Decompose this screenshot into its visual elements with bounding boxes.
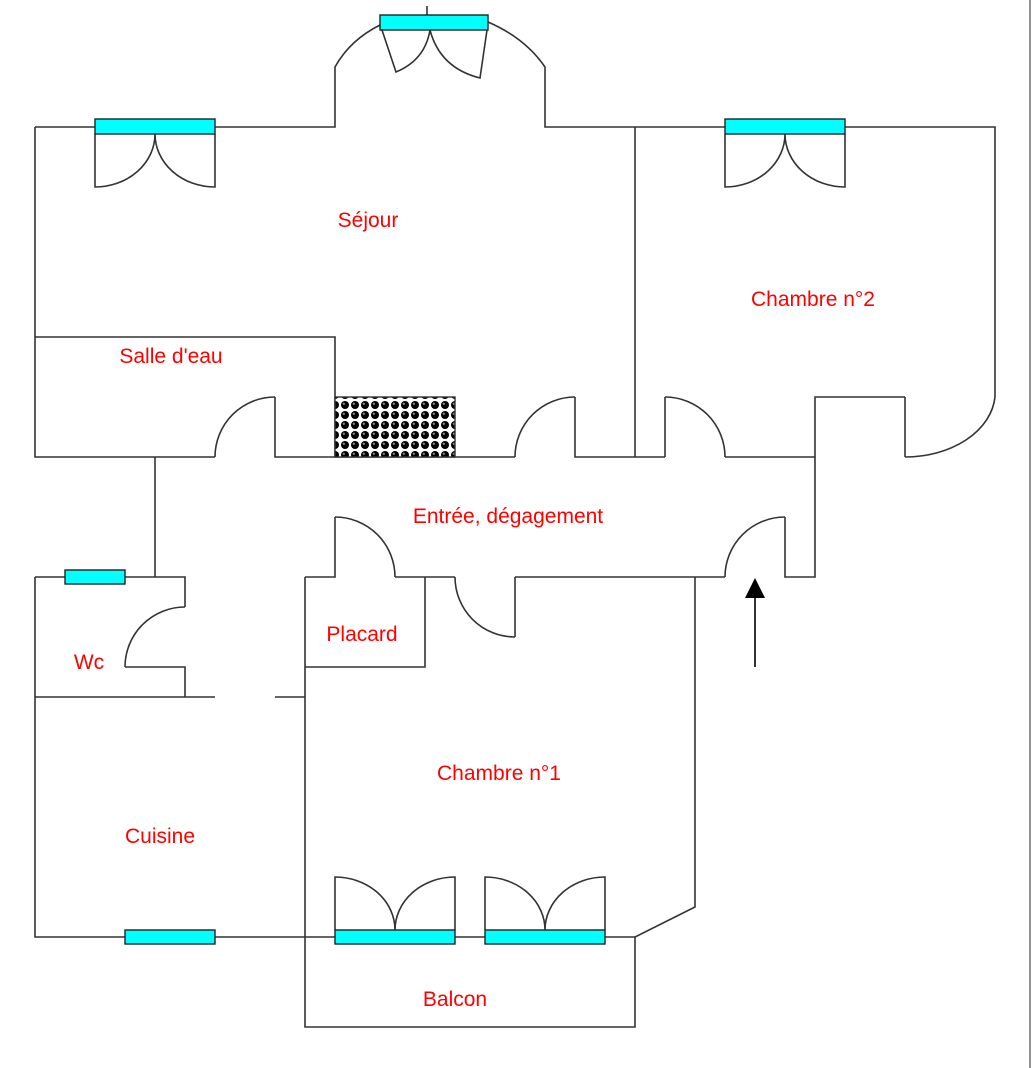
room-label-cuisine: Cuisine: [125, 825, 195, 848]
window: [94, 118, 216, 135]
room-label-chambre-2: Chambre n°2: [751, 288, 875, 311]
window: [124, 929, 216, 945]
doors: [94, 6, 996, 931]
windows: [64, 14, 846, 945]
window: [64, 569, 126, 585]
door-swing: [334, 516, 396, 578]
door-swing: [454, 576, 516, 638]
room-label-wc: Wc: [74, 651, 104, 674]
walls: [34, 0, 1031, 1068]
window: [484, 929, 606, 945]
room-label-entree: Entrée, dégagement: [413, 505, 603, 528]
door-swing: [724, 516, 786, 578]
door-swing: [124, 606, 186, 668]
window: [379, 14, 489, 31]
door-swing: [904, 396, 996, 458]
door-swing: [514, 396, 576, 458]
room-label-placard: Placard: [326, 623, 397, 646]
fireplace-hatch: [334, 396, 456, 458]
window: [724, 118, 846, 135]
door-swing: [664, 396, 726, 458]
room-label-sejour: Séjour: [338, 209, 399, 232]
arrow-up-icon: [745, 578, 765, 667]
door-swing: [214, 396, 276, 458]
window: [334, 929, 456, 945]
room-label-balcon: Balcon: [423, 988, 487, 1011]
room-label-chambre-1: Chambre n°1: [437, 762, 561, 785]
room-label-salle-eau: Salle d'eau: [119, 345, 222, 368]
